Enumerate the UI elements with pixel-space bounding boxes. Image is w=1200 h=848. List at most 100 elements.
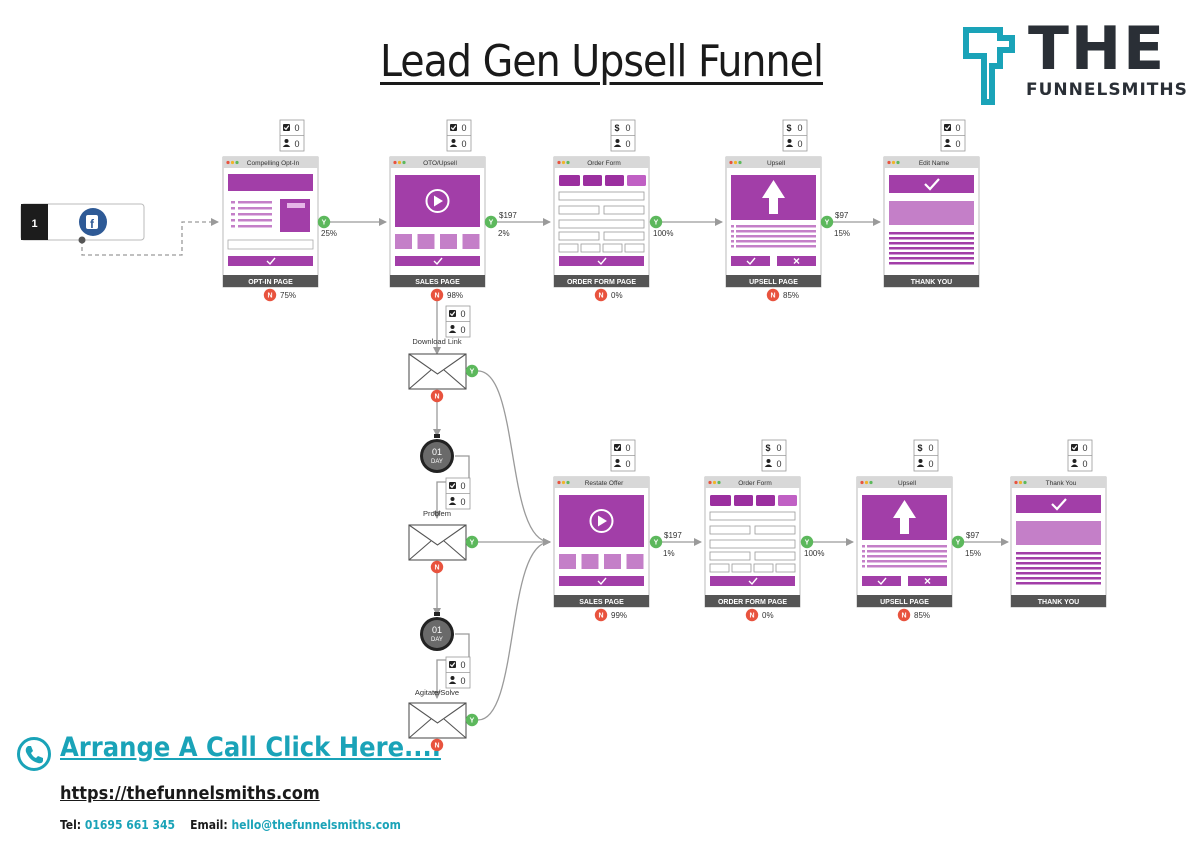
user-icon	[449, 139, 458, 147]
no-badge-page-2-circle	[430, 288, 444, 302]
no-badge-page-3: N	[594, 288, 608, 302]
email-node-1[interactable]	[408, 353, 467, 390]
bullet-text	[736, 240, 816, 243]
check-icon-mark	[449, 662, 456, 668]
arrange-call-link[interactable]: Arrange A Call Click Here....	[60, 732, 441, 763]
user-icon-body	[282, 144, 291, 147]
no-badge-page-6-circle	[594, 608, 608, 622]
form-field	[603, 231, 645, 241]
card-logo-icon	[778, 495, 797, 506]
user-icon-head	[615, 459, 620, 463]
email-value[interactable]: hello@thefunnelsmiths.com	[231, 818, 401, 832]
connector-email-3-to-restate	[477, 538, 551, 721]
stat-value-2: 0	[625, 459, 630, 469]
email-stats-1: 00	[445, 305, 471, 338]
yes-badge-email-2-circle	[465, 535, 479, 549]
check-icon-mark	[283, 125, 290, 131]
window-dot-yellow	[230, 160, 235, 165]
transition-rate-4: 15%	[834, 229, 850, 238]
window-dot-red	[729, 160, 733, 165]
user-icon-body	[943, 144, 952, 147]
stat-value-2: 0	[928, 459, 933, 469]
website-link[interactable]: https://thefunnelsmiths.com	[60, 783, 320, 804]
no-badge-email-3-circle	[430, 738, 444, 752]
facebook-icon-letter: f	[90, 217, 95, 231]
delay-value: 01	[432, 447, 442, 457]
text-line	[889, 232, 974, 235]
yes-badge-transition-2: Y	[484, 215, 498, 229]
yes-badge-transition-6-circle	[800, 535, 814, 549]
bullet-text	[867, 555, 947, 558]
window-dot-green	[717, 480, 721, 485]
transition-rate-1: 25%	[321, 229, 337, 238]
page-footer-bar	[1011, 595, 1106, 607]
page-header-bar	[705, 477, 800, 488]
page-header-title: Upsell	[898, 480, 917, 487]
user-icon-body	[785, 144, 794, 147]
no-badge-page-6-label: N	[598, 613, 603, 620]
feature-tile	[581, 554, 599, 569]
check-icon	[450, 124, 457, 131]
text-line	[1016, 577, 1101, 580]
card-logo-icon	[627, 175, 646, 186]
user-icon	[613, 459, 622, 467]
page-footer-bar	[554, 275, 649, 287]
stat-value-1: 0	[460, 660, 465, 670]
page-header-bar	[857, 477, 952, 488]
user-icon-body	[613, 464, 622, 467]
window-dot-yellow	[561, 480, 566, 485]
phone-icon[interactable]	[16, 736, 52, 772]
buy-button	[559, 576, 644, 586]
arrow-up-icon	[893, 500, 916, 534]
window-dot-red	[226, 160, 230, 165]
tel-value[interactable]: 01695 661 345	[84, 818, 176, 832]
card-logo-icon	[734, 495, 753, 506]
accept-button	[862, 576, 901, 586]
check-icon	[748, 577, 758, 586]
page-stats-1: 00	[279, 119, 305, 152]
user-icon-head	[787, 139, 792, 143]
yes-badge-transition-7-label: Y	[956, 540, 961, 547]
check-icon-box	[614, 444, 621, 451]
page-header-bar	[390, 157, 485, 168]
window-dot-red	[557, 480, 561, 485]
form-field	[624, 243, 645, 253]
user-icon-body	[448, 502, 457, 505]
user-icon-body	[1070, 464, 1079, 467]
email-node-2[interactable]	[408, 524, 467, 561]
page-footer-bar	[223, 275, 318, 287]
accept-button	[731, 256, 770, 266]
page-footer-label: OPT-IN PAGE	[248, 279, 293, 286]
no-badge-page-7-circle	[745, 608, 759, 622]
page-footer-bar	[705, 595, 800, 607]
page-footer-label: SALES PAGE	[579, 599, 624, 606]
form-field	[709, 563, 730, 573]
bullet	[862, 565, 865, 568]
form-field	[709, 539, 796, 549]
submit-button	[228, 256, 313, 266]
window-dot-green	[738, 160, 742, 165]
stat-value-1: 0	[460, 481, 465, 491]
yes-badge-email-2: Y	[465, 535, 479, 549]
contact-line: Tel: 01695 661 345 Email: hello@thefunne…	[60, 818, 401, 832]
text-line	[1016, 552, 1101, 555]
email-node-3[interactable]	[408, 702, 467, 739]
dollar-icon: $	[765, 443, 770, 453]
check-icon	[1071, 444, 1078, 451]
check-icon-box	[283, 124, 290, 131]
transition-rate-3: 100%	[653, 229, 673, 238]
bullet	[231, 207, 235, 210]
user-icon	[785, 139, 794, 147]
